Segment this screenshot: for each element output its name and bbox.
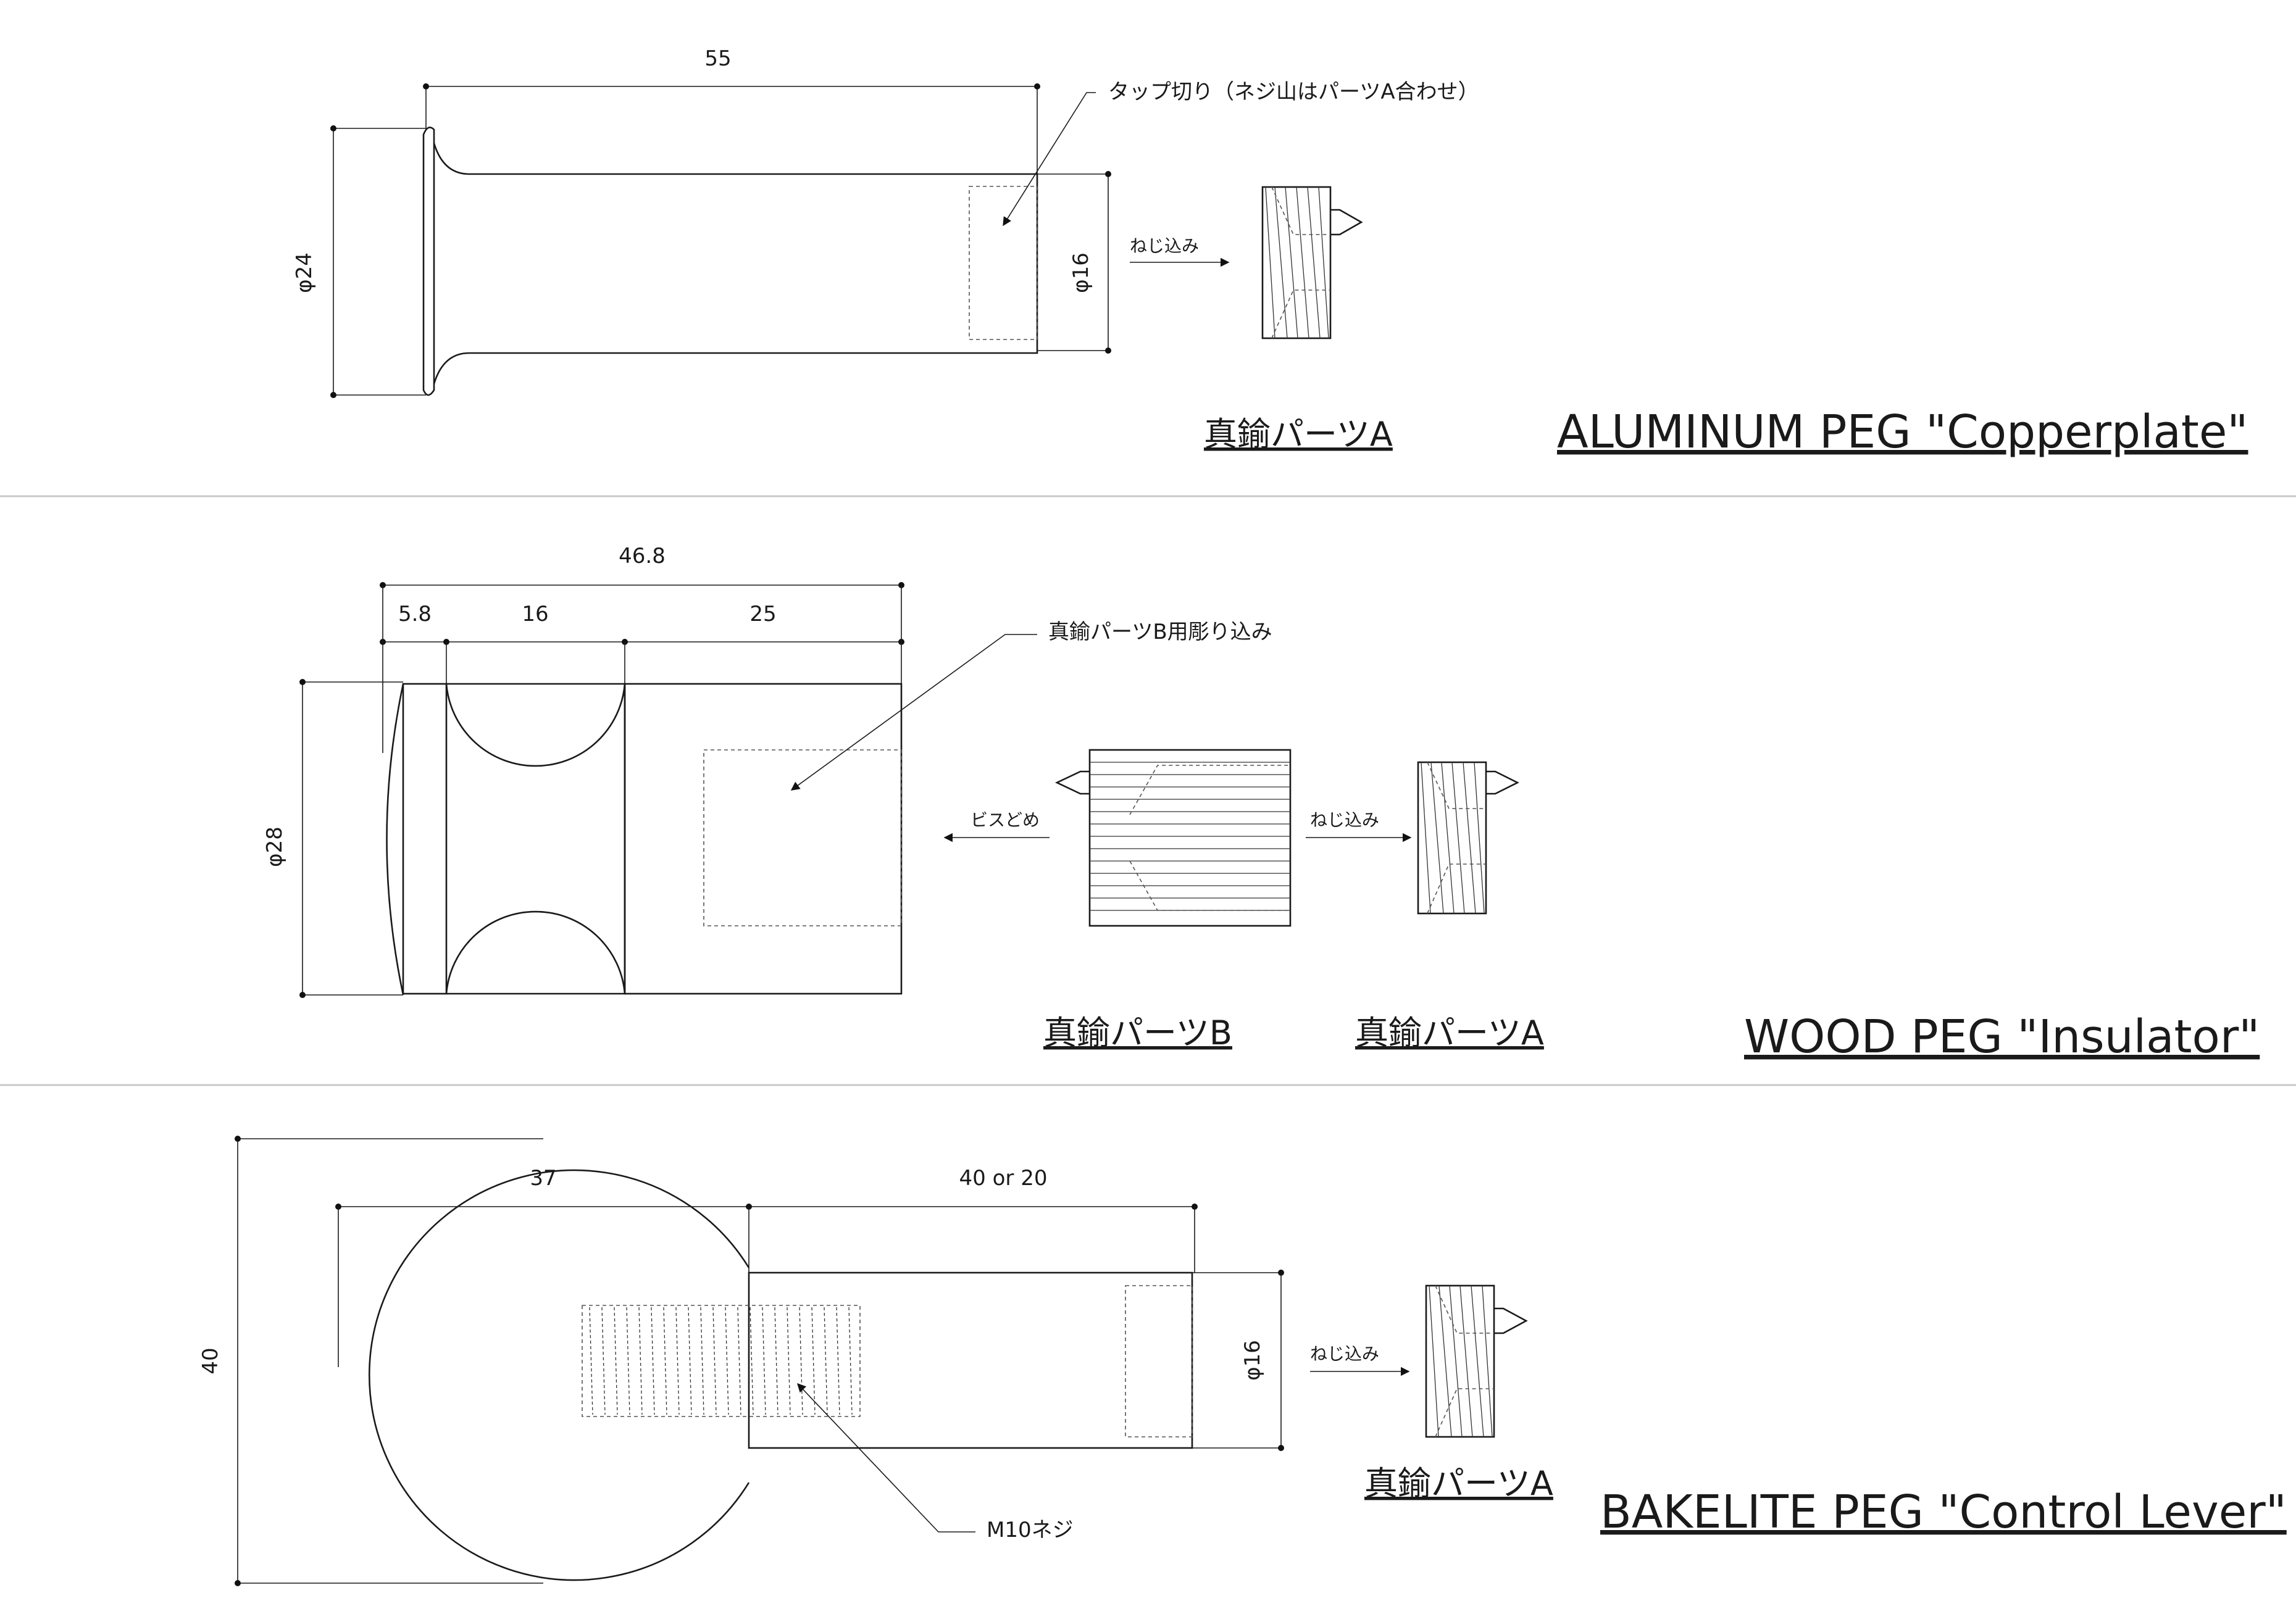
dim-seg1: 5.8 — [398, 602, 432, 626]
brass-part-b — [1054, 749, 1292, 927]
screw-in-label-2: ねじ込み — [1310, 810, 1379, 830]
section-title-wood: WOOD PEG "Insulator" — [1744, 1010, 2260, 1063]
brass-part-a-3 — [1425, 1284, 1528, 1438]
brass-part-a-1 — [1261, 186, 1363, 339]
wood-peg-body — [624, 683, 903, 995]
dim-flange-dia: φ24 — [292, 252, 317, 293]
part-label-a-1: 真鍮パーツA — [1204, 415, 1393, 454]
dim-dia: φ28 — [262, 826, 287, 867]
part-label-b: 真鍮パーツB — [1043, 1013, 1232, 1052]
thread-note: M10ネジ — [987, 1518, 1074, 1542]
dim-seg2: 16 — [522, 602, 548, 626]
bakelite-ball — [368, 1169, 750, 1581]
screw-fix-label: ビスどめ — [971, 810, 1040, 830]
dim-ball-len: 37 — [530, 1166, 556, 1191]
tap-hole-hidden — [969, 186, 1038, 340]
dim-length: 55 — [704, 46, 731, 71]
recess-hidden — [703, 749, 902, 926]
recess-note: 真鍮パーツB用彫り込み — [1048, 620, 1272, 644]
dim-shaft-dia: φ16 — [1240, 1340, 1265, 1381]
dim-height: 40 — [198, 1347, 223, 1374]
wood-peg-section: 46.8 5.8 16 25 φ28 真鍮パーツB用彫り込み ビスどめ — [262, 544, 2260, 1063]
part-label-a-2: 真鍮パーツA — [1355, 1013, 1544, 1052]
screw-in-label-1: ねじ込み — [1130, 236, 1199, 256]
brass-part-a-2 — [1417, 761, 1519, 915]
dim-body-dia: φ16 — [1069, 252, 1093, 293]
section-title-aluminum: ALUMINUM PEG "Copperplate" — [1557, 406, 2248, 459]
section-title-bakelite: BAKELITE PEG "Control Lever" — [1600, 1486, 2287, 1539]
bakelite-shaft — [748, 1271, 1193, 1449]
tap-note: タップ切り（ネジ山はパーツA合わせ） — [1108, 80, 1479, 104]
dim-shaft-len: 40 or 20 — [959, 1166, 1048, 1191]
aluminum-peg-body — [422, 127, 435, 396]
m10-thread — [582, 1305, 861, 1417]
part-label-a-3: 真鍮パーツA — [1364, 1464, 1553, 1503]
dim-seg3: 25 — [749, 602, 776, 626]
aluminum-peg-section: 55 φ24 φ16 タップ切り（ネジ山はパーツA合わせ） ねじ込み 真鍮パーツ — [292, 46, 2248, 459]
bakelite-peg-section: 37 40 or 20 40 φ16 M10ネジ ねじ込み 真鍮パーツ — [198, 1136, 2287, 1586]
screw-in-label-3: ねじ込み — [1310, 1344, 1379, 1364]
dim-total: 46.8 — [619, 544, 666, 568]
